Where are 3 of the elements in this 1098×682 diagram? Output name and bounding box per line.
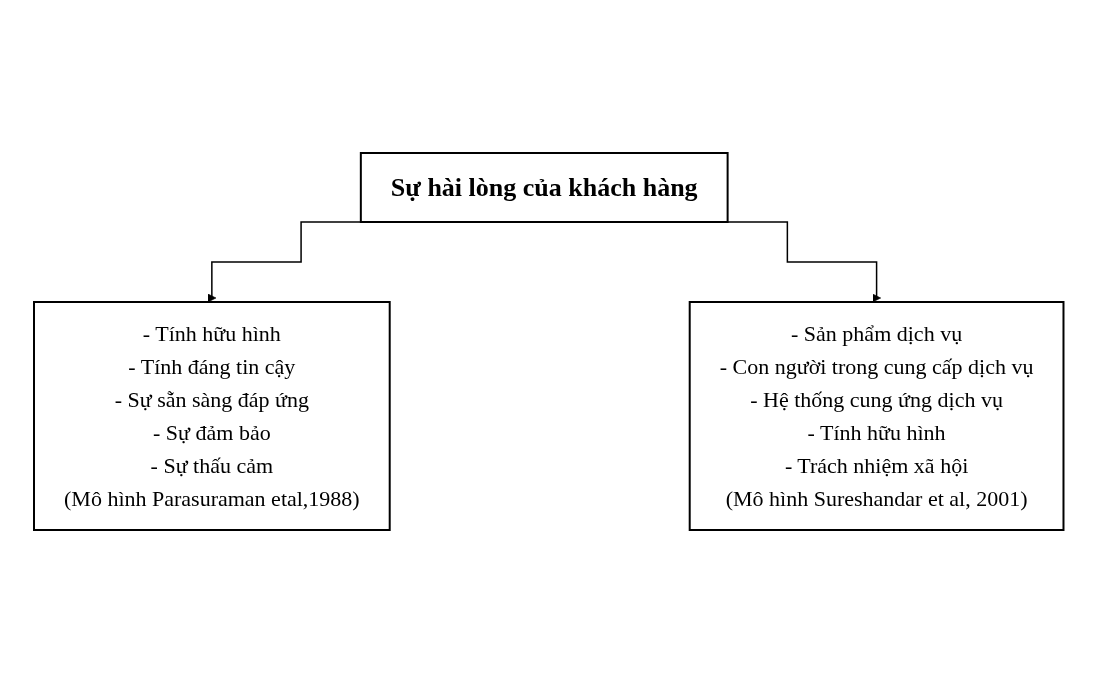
node-box: Sự hài lòng của khách hàng [360,151,729,223]
node-box: - Sản phẩm dịch vụ - Con người trong cung cấp dịch vụ - Hệ thống cung ứng dịch vụ - Tính hữu hình - Trách nhiệm xã hội (Mô hình Sureshandar et al, 2001) [688,300,1065,531]
node-box: - Tính hữu hình - Tính đáng tin cậy - Sự sẵn sàng đáp ứng - Sự đảm bảo - Sự thấu cảm (Mô hình Parasuraman etal,1988) [33,300,391,531]
